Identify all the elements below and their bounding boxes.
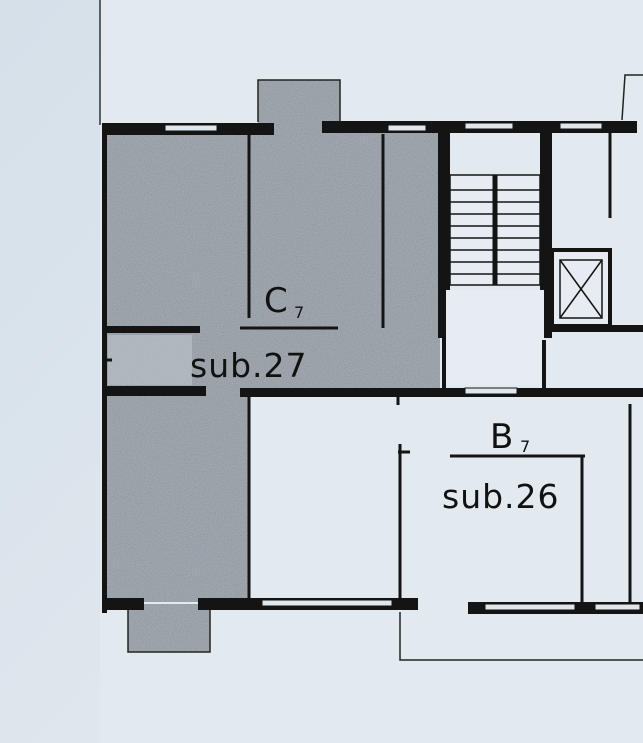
unit-sub-label: sub.26 xyxy=(442,477,560,516)
interior-walls xyxy=(106,132,632,604)
right-room-wall xyxy=(545,325,643,332)
window xyxy=(387,124,427,132)
window xyxy=(484,603,576,611)
unit-code-subscript: 7 xyxy=(294,303,304,322)
bottom-wall-left xyxy=(106,598,144,610)
corridor-wall-left xyxy=(106,386,206,396)
window xyxy=(594,603,641,611)
unit-code: B xyxy=(490,417,513,457)
staircase-icon xyxy=(442,174,546,388)
window xyxy=(464,122,514,130)
stair-wall-left xyxy=(438,128,450,338)
window xyxy=(559,122,603,130)
unit-b7-label: B 7 sub.26 xyxy=(442,417,560,516)
divider-wall-c7 xyxy=(104,326,200,333)
window xyxy=(261,599,393,607)
b7-outline xyxy=(127,74,643,661)
stair-wall-right xyxy=(540,128,552,338)
windows xyxy=(164,122,641,611)
unit-sub-label: sub.27 xyxy=(190,346,308,385)
corridor-wall-right xyxy=(240,388,643,397)
c7-light-room xyxy=(108,335,192,385)
elevator-shaft-icon xyxy=(550,248,612,328)
unit-c7-label: C 7 sub.27 xyxy=(190,281,308,385)
unit-code-subscript: 7 xyxy=(520,437,530,456)
window xyxy=(164,124,218,132)
left-exterior-wall xyxy=(102,123,107,613)
window xyxy=(464,387,518,395)
unit-code: C xyxy=(264,281,288,321)
